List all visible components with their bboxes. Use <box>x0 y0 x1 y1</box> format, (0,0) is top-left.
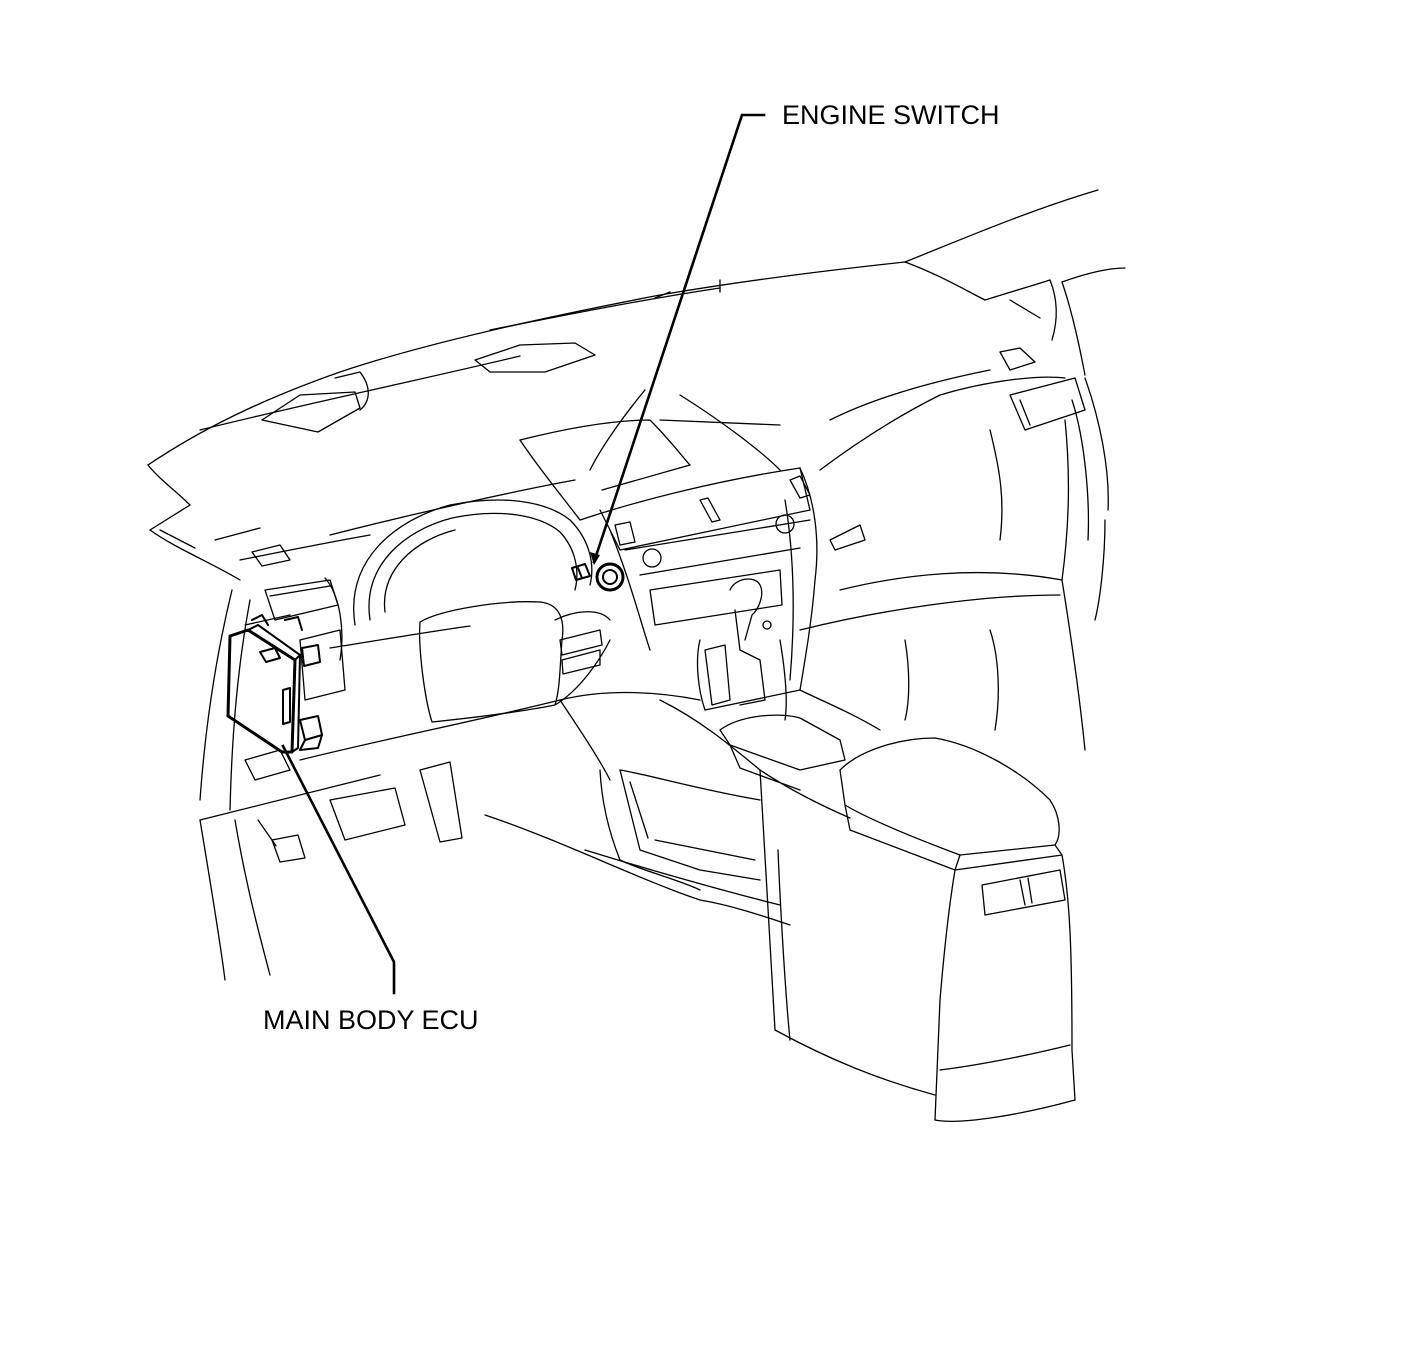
lower-dash <box>199 589 791 981</box>
center-console <box>659 699 1076 1122</box>
engine-switch-button <box>571 562 625 592</box>
engine-switch-leader-arrowhead <box>590 552 600 565</box>
dashboard-top-outline <box>147 189 1126 581</box>
engine-switch-label: ENGINE SWITCH <box>782 100 1000 130</box>
main-body-ecu-leader-line <box>281 744 396 995</box>
center-stack <box>519 389 881 791</box>
right-dash <box>799 347 1109 751</box>
main-body-ecu-label: MAIN BODY ECU <box>263 1005 479 1035</box>
left-vent-panel <box>244 577 346 701</box>
main-body-ecu-unit <box>226 614 323 754</box>
engine-switch-leader-line <box>592 113 766 564</box>
